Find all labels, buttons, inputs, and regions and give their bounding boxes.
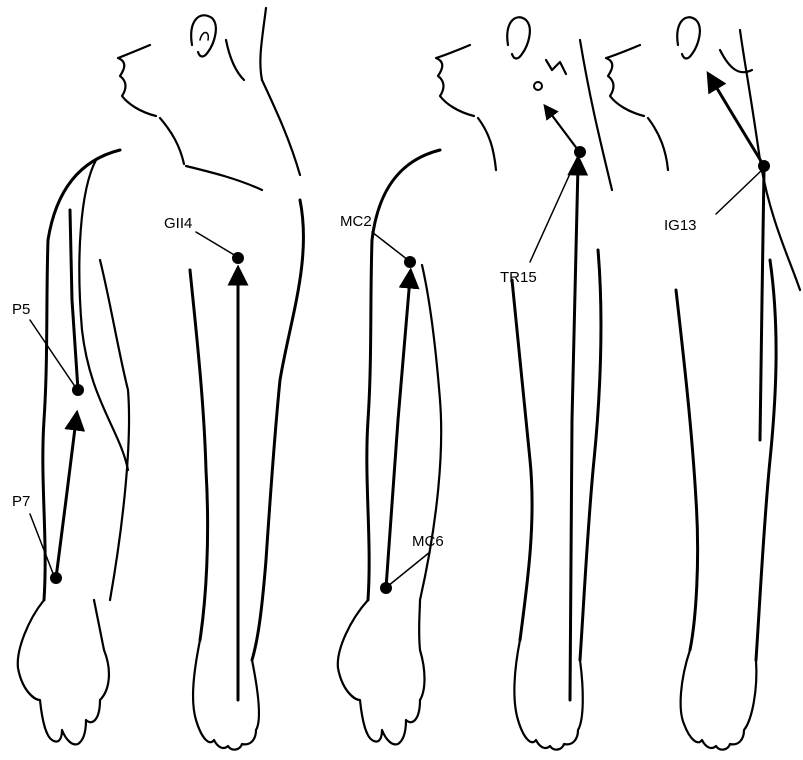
point-ig13: [758, 160, 770, 172]
lung-meridian-line: [56, 420, 76, 578]
ear-3: [677, 17, 700, 58]
arm-4-outline: [512, 280, 532, 640]
label-mc6: MC6: [412, 533, 444, 550]
hand-5: [681, 650, 757, 750]
hand-4: [514, 640, 582, 750]
label-p7: P7: [12, 493, 30, 510]
ear-1: [191, 15, 216, 56]
point-p7: [50, 572, 62, 584]
pericardium-meridian-line: [386, 278, 410, 588]
face-1: [118, 45, 156, 116]
ear-2: [507, 17, 530, 58]
hand-2: [193, 640, 259, 750]
label-mc2: MC2: [340, 213, 372, 230]
label-gi14: GII4: [164, 215, 192, 232]
hand-3: [338, 600, 425, 744]
triple-heater-meridian-line: [570, 165, 578, 700]
figure-front: P5 P7 GII4: [12, 8, 303, 750]
label-tr15: TR15: [500, 269, 537, 286]
point-ear-circle: [534, 82, 542, 90]
arm-5-outline: [676, 290, 698, 650]
label-p5: P5: [12, 301, 30, 318]
small-intestine-meridian-line: [760, 170, 764, 440]
point-gi14: [232, 252, 244, 264]
face-2: [436, 45, 474, 116]
label-ig13: IG13: [664, 217, 697, 234]
figure-right: IG13: [606, 17, 800, 749]
arm-2-outline: [190, 270, 208, 640]
face-3: [606, 45, 644, 116]
hand-1: [18, 600, 109, 744]
point-tr15: [574, 146, 586, 158]
figure-middle: MC2 MC6 TR15: [338, 17, 612, 749]
